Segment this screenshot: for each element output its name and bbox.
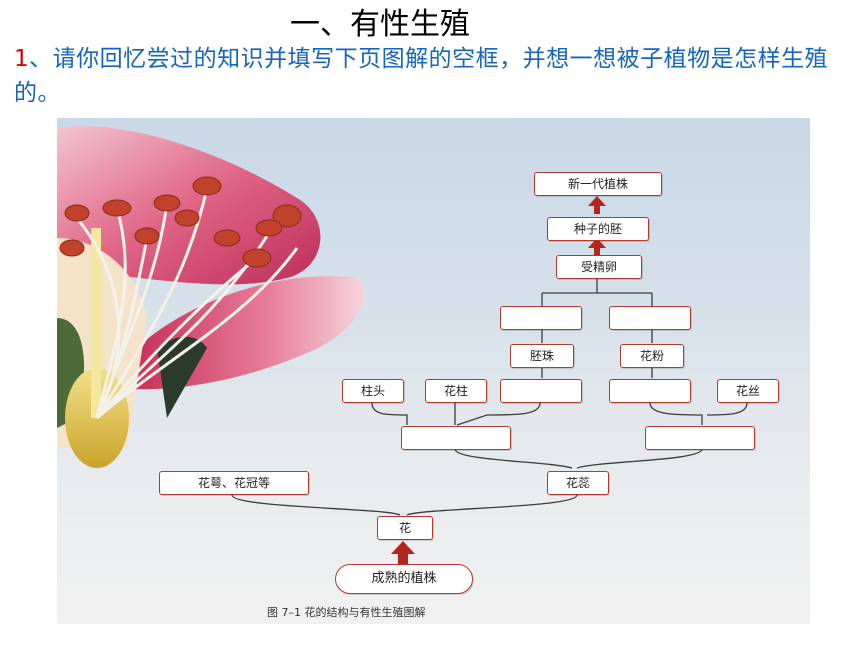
blank-box-upper-right[interactable] <box>609 306 691 330</box>
node-zygote: 受精卵 <box>556 255 642 279</box>
node-stigma: 柱头 <box>342 379 404 403</box>
diagram-connectors <box>231 196 748 564</box>
figure-caption: 图 7–1 花的结构与有性生殖图解 <box>267 606 426 619</box>
flower-illustration <box>57 126 365 468</box>
node-mature-plant: 成熟的植株 <box>335 564 473 594</box>
blank-box-anther[interactable] <box>609 379 691 403</box>
flower-reproduction-figure: 新一代植株 种子的胚 受精卵 胚珠 花粉 柱头 花柱 花丝 花萼、花冠等 花蕊 … <box>57 118 810 624</box>
node-style: 花柱 <box>425 379 487 403</box>
node-ovule: 胚珠 <box>510 344 574 368</box>
question-paragraph: 1、请你回忆尝过的知识并填写下页图解的空框，并想一想被子植物是怎样生殖的。 <box>14 42 844 110</box>
node-new-plant: 新一代植株 <box>534 172 662 196</box>
question-text: 、请你回忆尝过的知识并填写下页图解的空框，并想一想被子植物是怎样生殖的。 <box>14 46 829 106</box>
node-pollen: 花粉 <box>620 344 684 368</box>
node-stamen-pistil: 花蕊 <box>547 471 609 495</box>
blank-box-ovary[interactable] <box>500 379 582 403</box>
node-sepals-petals: 花萼、花冠等 <box>159 471 309 495</box>
slide-title: 一、有性生殖 <box>290 7 470 42</box>
node-seed-embryo: 种子的胚 <box>547 217 649 241</box>
blank-box-upper-left[interactable] <box>500 306 582 330</box>
node-flower: 花 <box>377 516 433 540</box>
blank-box-pistil[interactable] <box>401 426 511 450</box>
blank-box-stamen[interactable] <box>645 426 755 450</box>
question-number: 1 <box>14 46 30 72</box>
node-filament: 花丝 <box>717 379 779 403</box>
